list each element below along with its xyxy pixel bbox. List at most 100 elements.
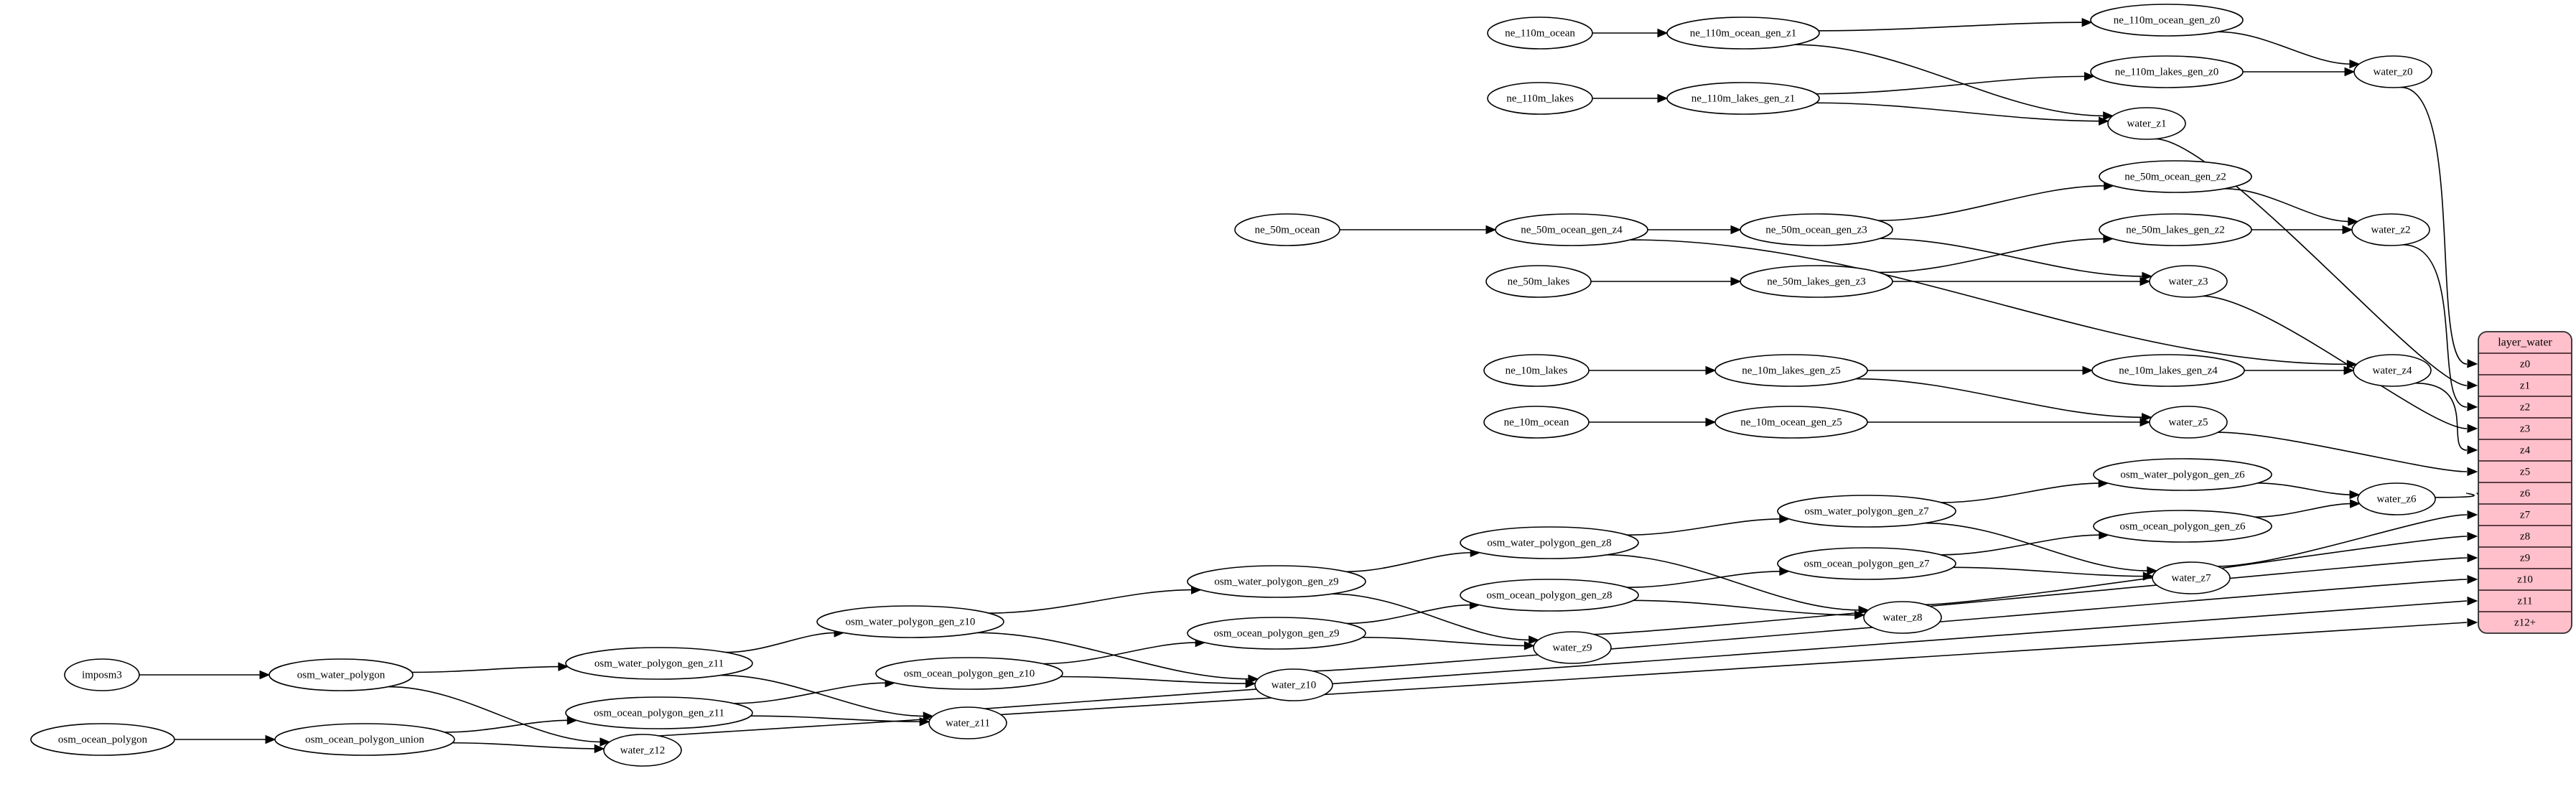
edge-ne_50m_lakes_gen_z3-to-ne_50m_lakes_gen_z2 xyxy=(1879,238,2105,274)
graph-node-ne_10m_lakes_gen_z5[interactable]: ne_10m_lakes_gen_z5 xyxy=(1714,354,1868,387)
graph-node-ne_50m_lakes[interactable]: ne_50m_lakes xyxy=(1485,265,1592,298)
graph-node-osm_water_polygon_gen_z8[interactable]: osm_water_polygon_gen_z8 xyxy=(1460,526,1639,559)
layer-water-row-z10[interactable]: z10 xyxy=(2517,574,2533,585)
graph-node-water_z11[interactable]: water_z11 xyxy=(928,706,1007,739)
graph-node-osm_water_polygon_gen_z11[interactable]: osm_water_polygon_gen_z11 xyxy=(565,647,753,680)
node-ellipse xyxy=(1487,82,1593,115)
graph-node-osm_water_polygon_gen_z6[interactable]: osm_water_polygon_gen_z6 xyxy=(2093,458,2272,491)
edge-osm_ocean_polygon_gen_z10-to-osm_ocean_polygon_gen_z9 xyxy=(1042,642,1198,665)
edge-osm_ocean_polygon_union-to-water_z12 xyxy=(452,742,597,750)
edge-arrowhead xyxy=(2467,617,2478,627)
graph-node-osm_ocean_polygon_gen_z10[interactable]: osm_ocean_polygon_gen_z10 xyxy=(875,657,1063,690)
edge-ne_50m_ocean_gen_z3-to-water_z3 xyxy=(1880,238,2144,277)
node-ellipse xyxy=(2091,354,2245,387)
graph-node-ne_110m_lakes_gen_z0[interactable]: ne_110m_lakes_gen_z0 xyxy=(2090,55,2244,88)
graph-node-ne_50m_lakes_gen_z3[interactable]: ne_50m_lakes_gen_z3 xyxy=(1740,265,1893,298)
graph-node-osm_ocean_polygon[interactable]: osm_ocean_polygon xyxy=(30,723,175,756)
layer-water-row-z2[interactable]: z2 xyxy=(2520,401,2530,413)
node-ellipse xyxy=(2107,107,2186,140)
graph-node-ne_110m_lakes_gen_z1[interactable]: ne_110m_lakes_gen_z1 xyxy=(1666,82,1820,115)
graph-node-osm_water_polygon[interactable]: osm_water_polygon xyxy=(269,658,414,691)
node-label: water_z4 xyxy=(2373,365,2412,376)
graph-node-ne_110m_ocean_gen_z1[interactable]: ne_110m_ocean_gen_z1 xyxy=(1666,17,1820,50)
layer-water-row-z11[interactable]: z11 xyxy=(2517,595,2532,607)
layer-water-row-z7[interactable]: z7 xyxy=(2520,509,2531,520)
edge-osm_ocean_polygon_gen_z10-to-water_z10 xyxy=(1060,676,1248,684)
node-ellipse xyxy=(1714,354,1868,387)
layer-water-row-z1[interactable]: z1 xyxy=(2520,380,2530,391)
graph-node-water_z9[interactable]: water_z9 xyxy=(1533,631,1612,664)
node-label: water_z7 xyxy=(2172,572,2211,584)
node-ellipse xyxy=(30,723,175,756)
node-label: water_z8 xyxy=(1883,612,1923,623)
edge-arrowhead xyxy=(2348,217,2359,226)
layer-water-row-z0[interactable]: z0 xyxy=(2520,358,2530,370)
layer-water-row-z4[interactable]: z4 xyxy=(2520,444,2531,456)
graph-node-ne_110m_ocean[interactable]: ne_110m_ocean xyxy=(1487,17,1593,50)
graph-node-ne_10m_lakes_gen_z4[interactable]: ne_10m_lakes_gen_z4 xyxy=(2091,354,2245,387)
node-ellipse xyxy=(2099,213,2252,246)
node-label: ne_10m_lakes_gen_z5 xyxy=(1742,365,1840,376)
edge-arrowhead xyxy=(2349,499,2361,508)
graph-node-ne_10m_ocean_gen_z5[interactable]: ne_10m_ocean_gen_z5 xyxy=(1714,406,1868,439)
node-ellipse xyxy=(2353,55,2432,88)
layer-water-row-z9[interactable]: z9 xyxy=(2520,552,2530,564)
layer-water-row-z6[interactable]: z6 xyxy=(2520,487,2531,499)
graph-node-water_z7[interactable]: water_z7 xyxy=(2152,561,2231,594)
node-label: ne_50m_lakes_gen_z2 xyxy=(2126,224,2224,235)
graph-node-ne_110m_ocean_gen_z0[interactable]: ne_110m_ocean_gen_z0 xyxy=(2090,4,2244,37)
node-ellipse xyxy=(1234,213,1340,246)
graph-node-osm_ocean_polygon_gen_z8[interactable]: osm_ocean_polygon_gen_z8 xyxy=(1460,579,1639,612)
graph-node-osm_water_polygon_gen_z10[interactable]: osm_water_polygon_gen_z10 xyxy=(816,605,1004,638)
graph-node-osm_water_polygon_gen_z7[interactable]: osm_water_polygon_gen_z7 xyxy=(1777,495,1956,528)
node-label: ne_10m_lakes_gen_z4 xyxy=(2119,365,2218,376)
graph-node-water_z0[interactable]: water_z0 xyxy=(2353,55,2432,88)
graph-node-ne_50m_ocean_gen_z2[interactable]: ne_50m_ocean_gen_z2 xyxy=(2099,160,2252,193)
graph-node-water_z10[interactable]: water_z10 xyxy=(1254,668,1333,701)
edge-water_z0-to-layer_water-z0 xyxy=(2400,86,2468,365)
graph-node-ne_110m_lakes[interactable]: ne_110m_lakes xyxy=(1487,82,1593,115)
edge-arrowhead xyxy=(2343,365,2355,375)
graph-node-ne_50m_ocean[interactable]: ne_50m_ocean xyxy=(1234,213,1340,246)
graph-node-osm_ocean_polygon_gen_z7[interactable]: osm_ocean_polygon_gen_z7 xyxy=(1777,547,1956,580)
edge-arrowhead xyxy=(2349,59,2361,69)
layer-water-row-z12plus[interactable]: z12+ xyxy=(2514,617,2536,628)
node-label: ne_50m_ocean_gen_z2 xyxy=(2124,171,2226,182)
layer-water-row-z5[interactable]: z5 xyxy=(2520,466,2530,477)
graph-node-water_z6[interactable]: water_z6 xyxy=(2357,482,2436,515)
edge-ne_110m_ocean_gen_z1-to-ne_110m_ocean_gen_z0 xyxy=(1818,22,2084,32)
node-ellipse xyxy=(64,658,140,691)
graph-node-water_z12[interactable]: water_z12 xyxy=(603,734,682,767)
edge-ne_50m_ocean_gen_z3-to-ne_50m_ocean_gen_z2 xyxy=(1878,185,2106,222)
graph-node-water_z5[interactable]: water_z5 xyxy=(2149,406,2228,439)
node-ellipse xyxy=(2357,482,2436,515)
nodes-layer: ne_110m_ocean ne_110m_ocean_gen_z1 ne_110m… xyxy=(30,4,2436,767)
graph-node-water_z3[interactable]: water_z3 xyxy=(2149,265,2228,298)
edge-water_z9-to-layer_water-z9 xyxy=(1593,557,2468,635)
graph-node-ne_10m_lakes[interactable]: ne_10m_lakes xyxy=(1483,354,1590,387)
graph-node-osm_ocean_polygon_gen_z11[interactable]: osm_ocean_polygon_gen_z11 xyxy=(565,696,753,729)
edge-arrowhead xyxy=(2467,574,2478,584)
graph-node-water_z8[interactable]: water_z8 xyxy=(1863,601,1942,634)
graph-node-water_z1[interactable]: water_z1 xyxy=(2107,107,2186,140)
graph-node-water_z2[interactable]: water_z2 xyxy=(2351,213,2430,246)
graph-node-osm_ocean_polygon_gen_z9[interactable]: osm_ocean_polygon_gen_z9 xyxy=(1187,617,1366,650)
edge-arrowhead xyxy=(1523,641,1535,650)
edge-arrowhead xyxy=(2349,490,2361,500)
node-label: ne_50m_ocean_gen_z3 xyxy=(1765,224,1867,235)
graph-node-ne_10m_ocean[interactable]: ne_10m_ocean xyxy=(1483,406,1590,439)
edge-arrowhead xyxy=(1705,417,1717,427)
graph-node-ne_50m_ocean_gen_z3[interactable]: ne_50m_ocean_gen_z3 xyxy=(1740,213,1893,246)
graph-node-osm_water_polygon_gen_z9[interactable]: osm_water_polygon_gen_z9 xyxy=(1187,565,1366,598)
layer-water-row-z8[interactable]: z8 xyxy=(2520,531,2530,542)
graph-node-water_z4[interactable]: water_z4 xyxy=(2353,354,2432,387)
graph-node-ne_50m_lakes_gen_z2[interactable]: ne_50m_lakes_gen_z2 xyxy=(2099,213,2252,246)
graph-node-osm_ocean_polygon_union[interactable]: osm_ocean_polygon_union xyxy=(274,723,455,756)
layer-water-row-z3[interactable]: z3 xyxy=(2520,423,2530,434)
graph-node-imposm3[interactable]: imposm3 xyxy=(64,658,140,691)
graph-node-ne_50m_ocean_gen_z4[interactable]: ne_50m_ocean_gen_z4 xyxy=(1495,213,1648,246)
node-ellipse xyxy=(1485,265,1592,298)
node-ellipse xyxy=(1740,213,1893,246)
graph-node-osm_ocean_polygon_gen_z6[interactable]: osm_ocean_polygon_gen_z6 xyxy=(2093,510,2272,543)
node-ellipse xyxy=(2090,4,2244,37)
